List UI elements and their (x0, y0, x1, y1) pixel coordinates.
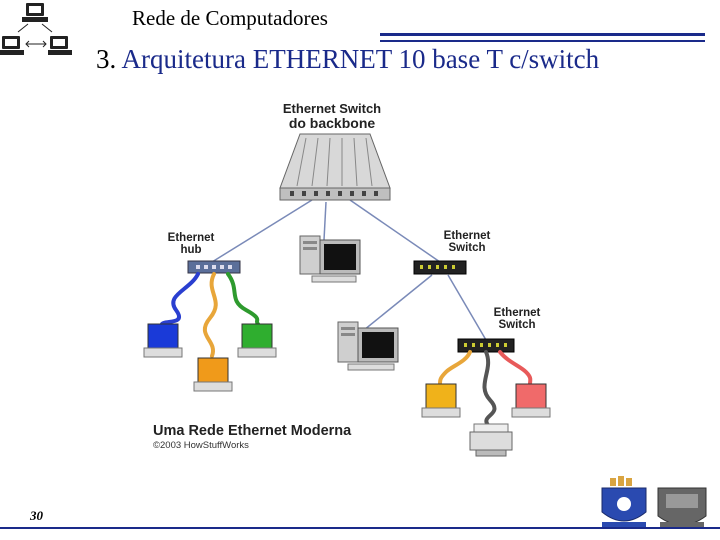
backbone-label-line2: do backbone (288, 114, 376, 131)
hub-label-line2: hub (180, 244, 202, 257)
hub-label-line1: Ethernet (167, 232, 215, 244)
laptop-blue-icon (143, 323, 183, 358)
laptop-yellow-icon (421, 383, 461, 418)
institute-crest-icon (657, 487, 707, 527)
diagram-caption: Uma Rede Ethernet Moderna (153, 423, 352, 439)
backbone-switch-icon (279, 133, 391, 201)
cable-yellow (202, 272, 218, 358)
printer-icon (469, 423, 513, 457)
ethernet-switch1-icon (413, 260, 467, 275)
switch1-label: Ethernet Switch (434, 230, 500, 254)
header-rule-top (380, 33, 705, 36)
link-switch1-server (363, 274, 433, 331)
cable-gray (482, 350, 497, 427)
cable-red (498, 350, 533, 386)
switch2-label-line1: Ethernet (493, 307, 541, 319)
diagram-copyright: ©2003 HowStuffWorks (153, 440, 249, 451)
link-switch1-switch2 (447, 274, 487, 341)
switch2-label: Ethernet Switch (484, 307, 550, 331)
page-number: 30 (30, 508, 43, 523)
slide-number-label: 3. (96, 44, 117, 74)
cable-yellow-2 (438, 350, 472, 386)
ethernet-switch2-icon (457, 338, 515, 353)
server-workstation2-icon (337, 321, 399, 371)
cable-blue (160, 272, 200, 326)
server-workstation-icon (299, 235, 361, 283)
link-backbone-hub (211, 199, 313, 263)
slide-title-text: Arquitetura ETHERNET 10 base T c/switch (121, 44, 600, 74)
switch1-label-line1: Ethernet (443, 230, 491, 242)
link-backbone-switch1 (349, 199, 441, 263)
footer-rule (0, 527, 720, 529)
header-title: Rede de Computadores (132, 6, 328, 30)
laptop-green-icon (237, 323, 277, 358)
laptop-orange-icon (193, 357, 233, 392)
switch2-label-line2: Switch (498, 319, 536, 332)
laptop-red-icon (511, 383, 551, 418)
header-rule-bottom (380, 40, 705, 42)
hub-label: Ethernet hub (158, 232, 224, 256)
cable-green (226, 272, 260, 326)
network-logo-icon (0, 3, 72, 55)
ethernet-hub-icon (187, 260, 241, 274)
university-crest-icon (601, 476, 647, 527)
slide-title: 3. Arquitetura ETHERNET 10 base T c/swit… (96, 44, 599, 75)
link-backbone-server (323, 201, 327, 241)
backbone-label: Ethernet Switch do backbone (270, 102, 394, 130)
backbone-label-line1: Ethernet Switch (282, 101, 382, 116)
switch1-label-line2: Switch (448, 242, 486, 255)
